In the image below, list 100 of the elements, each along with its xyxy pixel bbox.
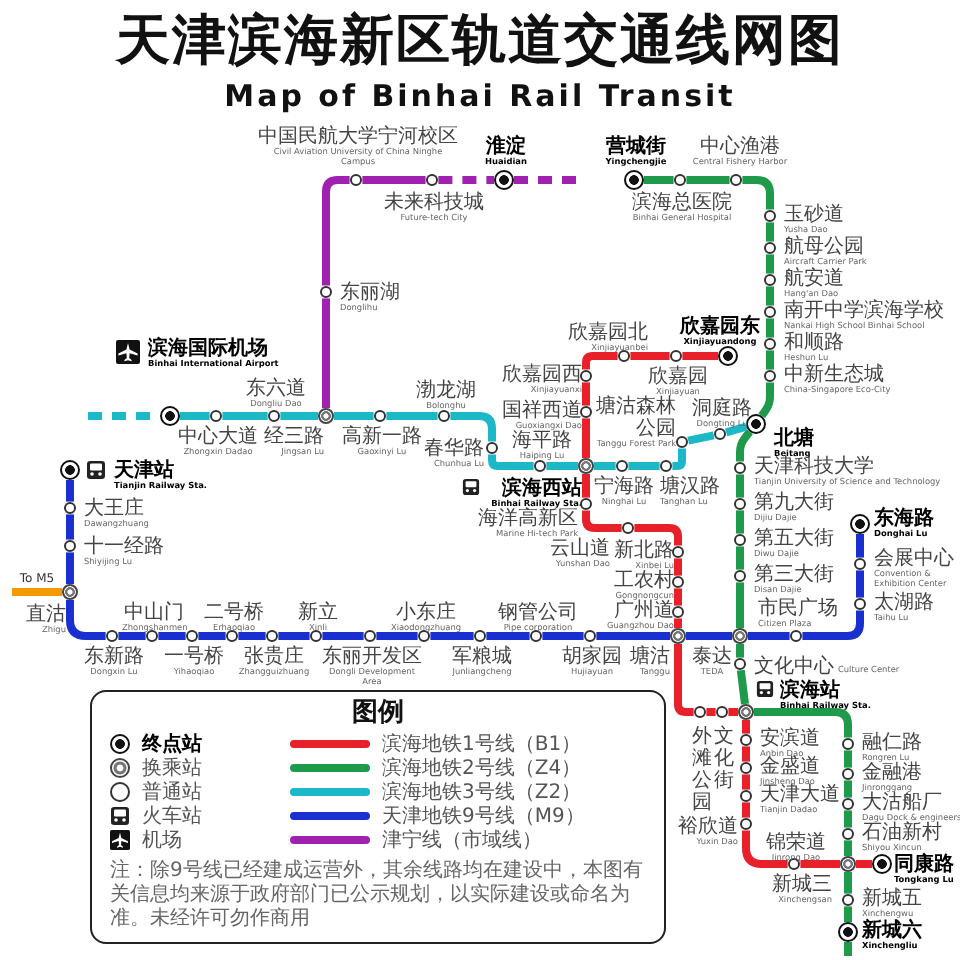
rail-line <box>742 830 788 868</box>
legend-text: 火车站 <box>142 805 202 827</box>
rail-line <box>66 480 74 502</box>
station-name: 东丽湖 <box>339 282 402 304</box>
rail-line <box>322 632 364 640</box>
station-name: 文化街 <box>714 725 734 792</box>
station-name: 经三路 <box>262 426 324 448</box>
rail-line <box>736 582 744 628</box>
station-name: 十一经路 <box>83 536 166 558</box>
station-name: 渤龙湖 <box>414 380 478 402</box>
legend-text: 换乘站 <box>142 757 202 779</box>
legend-text: 滨海地铁3号线（Z2） <box>382 781 582 803</box>
map-title: 天津滨海新区轨道交通线网图 <box>116 10 844 74</box>
rail-line <box>430 632 474 640</box>
station-name: 海洋高新区 <box>476 507 578 530</box>
station-name: 北塘 <box>774 428 816 450</box>
station-name: 军粮城 <box>450 645 514 668</box>
rail-line <box>766 222 774 242</box>
rail-line <box>594 462 616 470</box>
legend-text: 机场 <box>142 829 182 851</box>
rail-line <box>766 350 774 370</box>
station-name: 融仁路 <box>861 732 924 754</box>
station-name: 塘沽 <box>628 646 670 668</box>
station-name: 欣嘉园东 <box>678 316 762 338</box>
rail-line <box>238 632 266 640</box>
rail-line <box>66 552 74 584</box>
rail-line <box>386 412 438 420</box>
rail-line <box>844 942 852 958</box>
rail-line <box>758 382 774 419</box>
station-name: 二号桥 <box>202 602 266 624</box>
station-name: 新城三 <box>770 874 832 896</box>
legend-text: 滨海地铁1号线（B1） <box>382 733 582 755</box>
station-name: 天津科技大学 <box>753 456 875 478</box>
rail-line <box>486 632 530 640</box>
station-name: 第三大街 <box>753 564 836 586</box>
station-name: 新北路 <box>612 540 674 562</box>
station-name: 国祥西道 <box>500 400 582 422</box>
station-name: 营城街 <box>606 136 668 158</box>
station-name: 大沽船厂 <box>861 792 942 814</box>
station-name: 南开中学滨海学校 <box>783 300 946 322</box>
rail-line <box>748 632 790 640</box>
rail-line <box>856 570 864 598</box>
rail-line <box>66 514 74 540</box>
rail-line <box>674 588 682 606</box>
rail-line <box>844 872 852 894</box>
station-name: 滨海总医院 <box>630 191 734 214</box>
station-name: 中心大道 <box>178 425 258 448</box>
station-name: 欣嘉园 <box>646 365 710 388</box>
rail-line <box>596 632 670 640</box>
legend-title: 图例 <box>352 698 404 728</box>
rail-line <box>686 176 730 184</box>
station-name: 大王庄 <box>83 498 144 520</box>
rail-line <box>222 412 268 420</box>
rail-line <box>582 352 618 370</box>
rail-line <box>322 298 330 408</box>
legend-text: 终点站 <box>142 733 202 755</box>
station-name: 塘汉路 <box>660 475 722 498</box>
rail-line <box>674 558 682 576</box>
station-name: 和顺路 <box>783 332 846 354</box>
rail-line <box>844 810 852 828</box>
rail-line <box>844 840 852 856</box>
station-name: 宁海路 <box>592 475 656 498</box>
station-name: 金盛道 <box>759 756 822 778</box>
rail-line <box>628 462 660 470</box>
rail-line <box>742 176 774 210</box>
rail-line <box>687 431 715 445</box>
rail-line <box>844 780 852 798</box>
rail-line <box>856 534 864 558</box>
rail-line <box>674 618 682 628</box>
rail-line <box>742 802 750 818</box>
rail-line <box>682 352 718 360</box>
station-name: 中心渔港 <box>700 136 780 158</box>
rail-line <box>802 610 864 640</box>
station-name: 裕欣道 <box>676 816 738 838</box>
rail-line <box>766 318 774 338</box>
rail-line <box>686 632 732 640</box>
rail-line <box>180 412 210 420</box>
station-name: 东丽开发区 <box>320 645 424 668</box>
rail-line <box>334 412 374 420</box>
rail-line <box>800 860 840 868</box>
rail-line <box>582 474 590 498</box>
station-name: 新城六 <box>862 920 924 942</box>
station-name: 钢管公司 <box>496 602 580 624</box>
note-text: 注：除9号线已经建成运营外，其余线路均在建设中，本图有关信息均来源于政府部门已公示规划，以实际建设或命名为准。未经许可勿作商用 <box>110 860 645 932</box>
rail-line <box>322 176 350 286</box>
station-name: 安滨道 <box>759 728 822 750</box>
station-name: 工农村 <box>612 570 674 592</box>
station-name: 锦荣道 <box>764 832 828 854</box>
station-name: 淮淀 <box>486 136 526 158</box>
station-name: 中新生态城 <box>783 364 884 386</box>
rail-line <box>158 632 186 640</box>
station-name: 小东庄 <box>396 602 456 624</box>
rail-line <box>362 176 426 184</box>
rail-line <box>582 418 590 458</box>
station-name: 欣嘉园北 <box>566 322 648 344</box>
station-name: 直沽 <box>24 604 66 626</box>
station-name: 天津大道 <box>759 784 842 806</box>
station-name: 滨海西站 <box>502 478 582 500</box>
station-name: 第九大街 <box>753 492 836 514</box>
rail-line <box>198 632 226 640</box>
